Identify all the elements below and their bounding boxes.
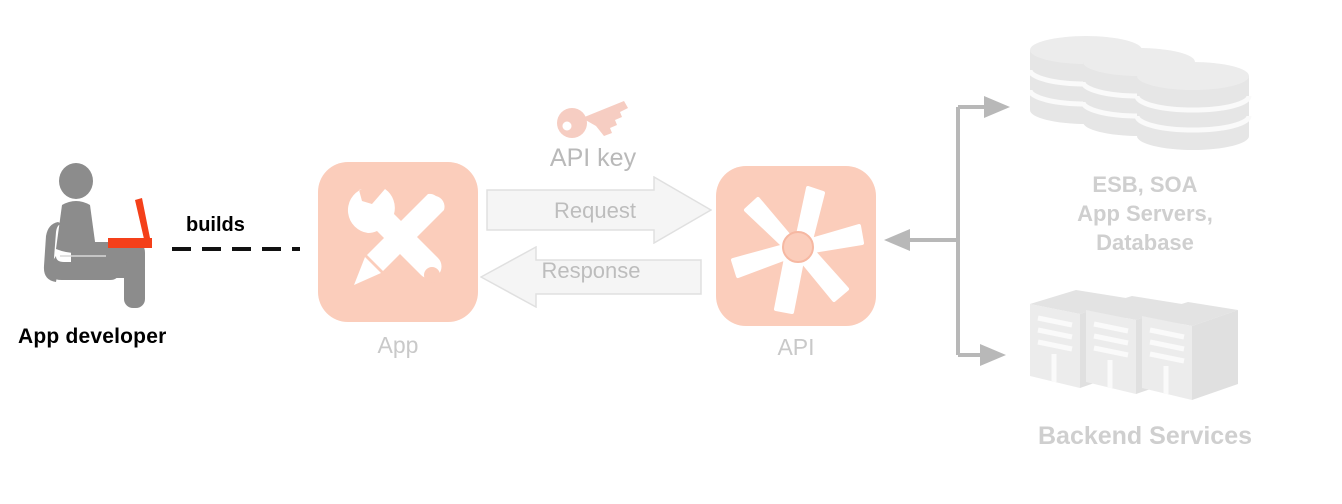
api-node-tile[interactable]	[716, 166, 876, 326]
esb-label-line-1: ESB, SOA	[1092, 172, 1198, 197]
key-icon	[556, 96, 630, 142]
branching-arrow-connector	[880, 90, 1040, 380]
esb-soa-database-label: ESB, SOA App Servers, Database	[1020, 170, 1270, 257]
arrowhead-to-servers	[980, 344, 1006, 366]
seated-developer-with-laptop-icon	[40, 160, 180, 310]
backend-services-label: Backend Services	[1037, 422, 1253, 450]
left-arrow-icon	[479, 245, 702, 309]
request-label: Request	[554, 198, 636, 223]
right-arrow-icon	[486, 175, 713, 245]
app-node-label: App	[377, 332, 419, 358]
esb-label-line-3: Database	[1096, 230, 1194, 255]
builds-label: builds	[186, 214, 245, 236]
wrench-and-pencil-icon	[347, 189, 445, 285]
esb-label-line-2: App Servers,	[1077, 201, 1213, 226]
arrowhead-to-api	[884, 229, 910, 251]
database-stack-icon	[1030, 36, 1262, 154]
dashed-line	[172, 247, 300, 251]
api-key-label: API key	[549, 144, 637, 172]
api-node-label: API	[777, 334, 815, 360]
app-node-tile[interactable]	[318, 162, 478, 322]
app-developer-label: App developer	[18, 325, 167, 348]
arrowhead-to-database	[984, 96, 1010, 118]
response-label: Response	[541, 258, 641, 283]
api-star-icon	[731, 186, 864, 314]
server-rack-icon	[1030, 284, 1262, 400]
